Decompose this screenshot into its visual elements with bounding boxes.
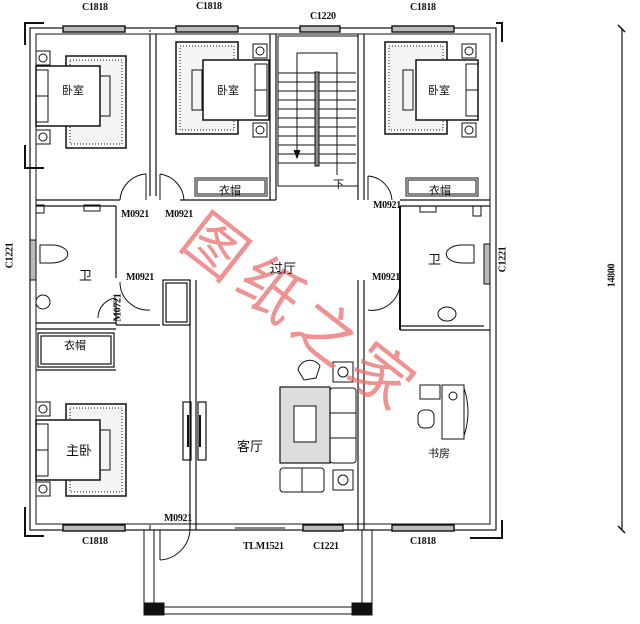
window-label-bottom-4: C1818 (410, 536, 436, 547)
stair-down-label: 下 (333, 178, 344, 191)
study-furniture (417, 384, 469, 440)
room-bath-right: 卫 (428, 253, 442, 268)
room-wardrobe-3: 衣帽 (429, 184, 451, 197)
door-label-bath-left-inner: M0721 (112, 293, 124, 322)
room-study: 书房 (428, 447, 450, 460)
bath-right-fixtures (419, 205, 482, 322)
door-label-bedroom2: M0921 (165, 209, 193, 220)
room-master: 主卧 (66, 444, 93, 459)
room-hall: 过厅 (270, 262, 297, 277)
overall-dimension: 14800 (606, 263, 618, 288)
bath-left-fixtures (35, 204, 101, 310)
bed-bedroom-2 (175, 41, 270, 138)
living-furniture (279, 359, 357, 493)
top-windows (62, 25, 455, 33)
room-living: 客厅 (237, 440, 264, 455)
window-label-bottom-3: C1221 (313, 541, 339, 552)
door-label-bath-left-side: M0921 (126, 272, 154, 283)
window-label-top-3: C1220 (310, 11, 336, 22)
bed-bedroom-3 (384, 41, 479, 138)
door-label-bath-right-side: M0921 (372, 272, 400, 283)
room-bedroom-3: 卧室 (428, 84, 450, 97)
staircase (277, 35, 359, 187)
room-bedroom-1: 卧室 (62, 84, 84, 97)
room-wardrobe-1: 衣帽 (64, 339, 86, 352)
right-window (483, 243, 491, 285)
left-window (29, 239, 37, 281)
window-label-bottom-2: TLM1521 (243, 541, 284, 552)
balcony (143, 530, 373, 616)
window-label-left: C1221 (4, 242, 16, 269)
room-wardrobe-2: 衣帽 (219, 184, 241, 197)
room-bedroom-2: 卧室 (217, 84, 239, 97)
door-label-bath-right-top: M0921 (373, 200, 401, 211)
bed-bedroom-1 (35, 50, 127, 149)
window-label-top-4: C1818 (410, 2, 436, 13)
window-label-top-1: C1818 (82, 2, 108, 13)
window-label-top-2: C1818 (196, 1, 222, 12)
door-label-bath-left-top: M0921 (121, 209, 149, 220)
window-label-bottom-1: C1818 (82, 536, 108, 547)
bottom-windows (62, 524, 455, 532)
door-label-master: M0921 (164, 513, 192, 524)
bed-master (35, 401, 127, 497)
wardrobe-2-box (194, 177, 268, 197)
door-swings (97, 173, 401, 561)
window-label-right: C1221 (497, 246, 509, 273)
dimension-line (617, 24, 626, 534)
wardrobe-3-box (405, 177, 479, 197)
room-bath-left: 卫 (79, 269, 93, 284)
